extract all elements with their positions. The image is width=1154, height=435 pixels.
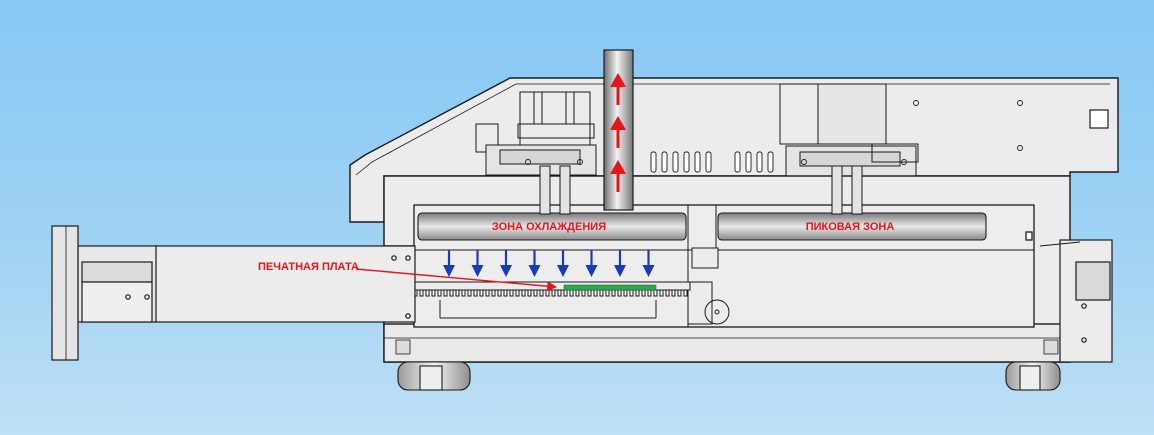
comb-tooth	[419, 289, 424, 297]
comb-tooth	[629, 289, 634, 297]
comb-tooth	[593, 289, 598, 297]
comb-tooth	[611, 289, 616, 297]
comb-tooth	[509, 289, 514, 297]
comb-tooth	[677, 289, 682, 297]
fan-shafts	[539, 165, 863, 215]
arrow-up-icon	[610, 160, 626, 192]
foot-pads	[395, 339, 1059, 355]
cooling-zone-label: ЗОНА ОХЛАЖДЕНИЯ	[492, 221, 606, 233]
pcb-label: ПЕЧАТНАЯ ПЛАТА	[258, 261, 359, 273]
comb-tooth	[623, 289, 628, 297]
comb-tooth	[563, 289, 568, 297]
right-side-panel	[1039, 239, 1113, 363]
comb-tooth	[569, 289, 574, 297]
comb-tooth	[503, 289, 508, 297]
arrow-down-icon	[585, 250, 598, 277]
comb-tooth	[437, 289, 442, 297]
comb-tooth	[683, 289, 688, 297]
arrow-down-icon	[614, 250, 626, 277]
comb-tooth	[467, 289, 472, 297]
loading-arm	[51, 225, 416, 361]
comb-tooth	[449, 289, 454, 297]
arrow-down-icon	[528, 250, 541, 277]
comb-tooth	[491, 289, 496, 297]
arrow-up-icon	[610, 73, 626, 105]
comb-tooth	[527, 289, 532, 297]
comb-tooth	[635, 289, 640, 297]
arrow-down-icon	[557, 250, 569, 277]
comb-tooth	[473, 289, 478, 297]
comb-tooth	[551, 289, 556, 297]
comb-tooth	[617, 289, 622, 297]
comb-tooth	[659, 289, 664, 297]
pcb-pointer-arrow	[355, 268, 557, 292]
comb-tooth	[431, 289, 436, 297]
comb-tooth	[671, 289, 676, 297]
cooling-zone-panel	[417, 212, 687, 241]
comb-tooth	[587, 289, 592, 297]
comb-tooth	[599, 289, 604, 297]
mount-holes	[525, 100, 1023, 165]
comb-tooth	[479, 289, 484, 297]
comb-tooth	[581, 289, 586, 297]
comb-tooth	[425, 289, 430, 297]
comb-tooth	[461, 289, 466, 297]
comb-tooth	[557, 289, 562, 297]
arrow-down-icon	[500, 250, 512, 277]
arrow-up-icon	[610, 116, 626, 148]
comb-tooth	[605, 289, 610, 297]
right-foot	[1005, 361, 1061, 391]
comb-tooth	[539, 289, 544, 297]
pcb-highlight	[563, 284, 657, 291]
comb-tooth	[545, 289, 550, 297]
cooling-airflow	[443, 250, 655, 277]
comb-tooth	[647, 289, 652, 297]
comb-tooth	[443, 289, 448, 297]
comb-tooth	[497, 289, 502, 297]
comb-tooth	[653, 289, 658, 297]
inspection-window	[1089, 109, 1109, 129]
exhaust-airflow	[610, 73, 626, 192]
left-foot	[397, 361, 471, 391]
comb-tooth	[515, 289, 520, 297]
comb-tooth	[575, 289, 580, 297]
comb-tooth	[485, 289, 490, 297]
arrow-down-icon	[642, 250, 655, 277]
comb-tooth	[455, 289, 460, 297]
arrow-down-icon	[471, 250, 484, 277]
comb-tooth	[665, 289, 670, 297]
comb-tooth	[521, 289, 526, 297]
vent-slots	[650, 151, 774, 173]
peak-zone-label: ПИКОВАЯ ЗОНА	[806, 221, 895, 233]
comb-tooth	[533, 289, 538, 297]
comb-tooth	[641, 289, 646, 297]
conveyor-supports	[439, 247, 730, 325]
arrow-down-icon	[443, 250, 455, 277]
right-fan-frame	[779, 83, 919, 177]
